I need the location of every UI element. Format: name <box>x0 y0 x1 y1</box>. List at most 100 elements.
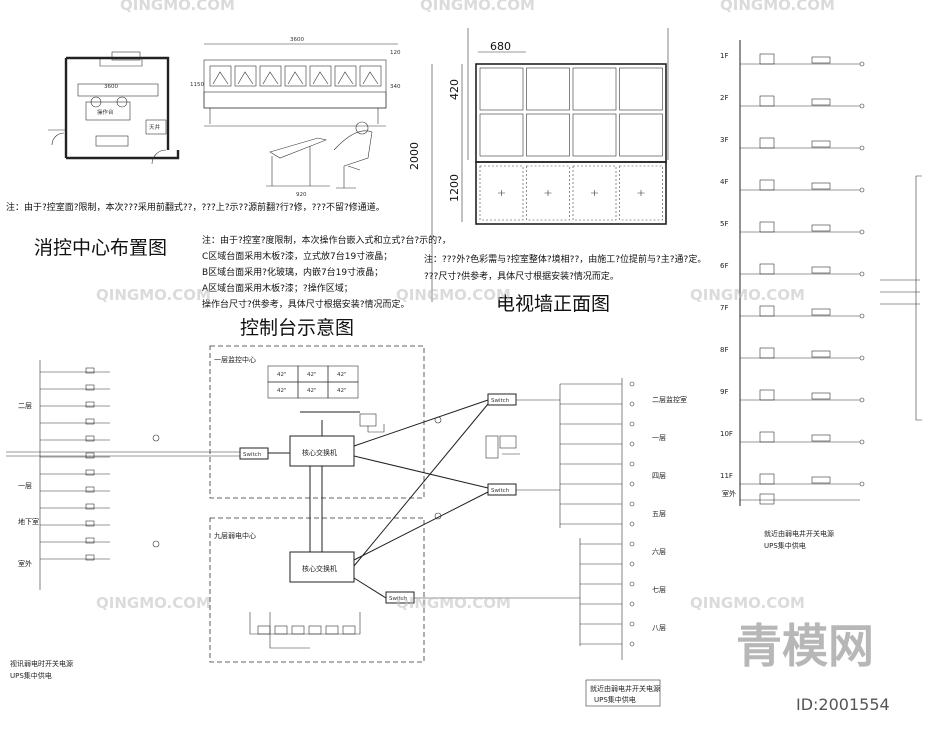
console-base-dim: 340 <box>390 84 401 90</box>
watermark-tile: QINGMO.COM <box>396 286 511 304</box>
zone-top-label: 一层监控中心 <box>214 355 256 364</box>
riser-caption-2: UPS集中供电 <box>764 541 806 550</box>
node-icon <box>629 601 635 607</box>
tv-screen <box>526 113 570 157</box>
camera-icon <box>274 625 288 635</box>
tv-note-1: 注：???外?色彩需与?控室整体?境相??，由施工?位提前与?主?通?定。 <box>424 253 706 265</box>
tv-screen <box>479 113 524 157</box>
left-floor-label: 一层 <box>18 482 32 490</box>
camera-icon <box>85 520 95 527</box>
riser-module-icon <box>811 224 831 232</box>
left-caption-2: UPS集中供电 <box>10 671 52 680</box>
core-switch-top: 核心交换机 <box>302 448 337 457</box>
riser-module-icon <box>811 98 831 106</box>
right-caption-1: 就近由弱电井开关电源 <box>590 684 660 693</box>
layout-notes: 注：由于?控室面?限制，本次???采用前翻式??，???上?示??源前翻?行?修… <box>6 201 451 339</box>
riser-module-icon <box>811 266 831 274</box>
riser-floor-label: 8F <box>720 346 728 354</box>
tv-cabinet-door <box>619 165 663 221</box>
console-monitor <box>309 65 332 87</box>
switch-left: Switch <box>243 452 262 458</box>
tv-note-2: ???尺寸?供参考，具体尺寸根据安装?情况而定。 <box>424 270 619 282</box>
console-monitor <box>234 65 257 87</box>
wall-screen-cell <box>327 381 359 399</box>
tv-screen <box>619 67 663 111</box>
node-icon <box>629 461 635 467</box>
camera-icon <box>85 486 95 493</box>
camera-icon <box>308 625 322 635</box>
riser-floor-label: 10F <box>720 430 733 438</box>
camera-icon <box>85 435 95 442</box>
core-switch-bottom: 核心交换机 <box>302 564 337 573</box>
tv-cabinet-door <box>479 165 524 221</box>
riser-floor-label: 3F <box>720 136 728 144</box>
riser-device-icon <box>759 305 775 317</box>
node-icon <box>629 641 635 647</box>
node-icon <box>629 401 635 407</box>
wall-screen-size: 42" <box>277 372 287 378</box>
tv-wall-col-dim: 680 <box>490 40 511 53</box>
console-note-2: C区域台面采用木板?漆，立式放7台19寸液晶； <box>202 250 392 262</box>
riser-device-icon <box>759 221 775 233</box>
camera-icon <box>85 384 95 391</box>
wall-screen-size: 42" <box>337 372 347 378</box>
console-width-dim: 3600 <box>290 37 304 43</box>
console-top-dim: 120 <box>390 50 401 56</box>
network-diagram: 一层监控中心 九层弱电中心 42"42"42"42"42"42" 核心交换机 核… <box>6 345 687 707</box>
riser-floor-label: 5F <box>720 220 728 228</box>
node-icon <box>629 621 635 627</box>
switch-right-top: Switch <box>491 398 510 404</box>
riser-device-icon <box>759 137 775 149</box>
riser-floor-label: 7F <box>720 304 728 312</box>
console-note-3: B区域台面采用?化玻璃，内嵌7台19寸液晶； <box>202 266 383 278</box>
floor-plan: 操作台 3600 天井 <box>48 51 180 165</box>
watermark-tile: QINGMO.COM <box>120 0 235 14</box>
camera-icon <box>257 625 271 635</box>
watermark-id: ID:2001554 <box>796 695 890 714</box>
left-floor-label: 二层 <box>18 402 32 410</box>
room-side-label: 天井 <box>149 123 161 131</box>
room-console-label: 操作台 <box>97 108 114 116</box>
watermark-tile: QINGMO.COM <box>690 286 805 304</box>
zone-bottom-label: 九层弱电中心 <box>214 531 256 540</box>
console-note-5: 操作台尺寸?供参考，具体尺寸根据安装?情况而定。 <box>202 298 410 310</box>
node-icon <box>629 581 635 587</box>
node-icon <box>629 521 635 527</box>
console-elevation: 3600 120 1150 340 <box>190 37 401 127</box>
room-dim-label: 3600 <box>104 84 118 90</box>
layout-title: 消控中心布置图 <box>34 237 167 259</box>
console-monitor <box>284 65 307 87</box>
node-icon <box>629 561 635 567</box>
riser-device-icon <box>759 179 775 191</box>
console-height-dim: 1150 <box>190 82 204 88</box>
riser-module-icon <box>811 182 831 190</box>
riser-device-icon <box>759 473 775 485</box>
console-title: 控制台示意图 <box>240 317 354 339</box>
right-floor-label: 二层监控室 <box>652 395 687 404</box>
riser-outdoor-label: 室外 <box>722 489 736 498</box>
layout-note: 注：由于?控室面?限制，本次???采用前翻式??，???上?示??源前翻?行?修… <box>6 201 385 213</box>
node-icon <box>629 501 635 507</box>
camera-icon <box>85 418 95 425</box>
right-floor-label: 七层 <box>652 585 666 594</box>
left-floor-label: 地下室 <box>18 517 39 526</box>
right-floor-label: 五层 <box>652 510 666 518</box>
console-note-4: A区域台面采用木板?漆；?操作区域； <box>202 282 353 294</box>
switch-bottom: Switch <box>389 596 408 602</box>
tv-cabinet-door <box>526 165 570 221</box>
tv-cabinet-door <box>572 165 617 221</box>
watermark-layer: QINGMO.COM QINGMO.COM QINGMO.COM QINGMO.COM… <box>96 0 890 714</box>
camera-icon <box>291 625 305 635</box>
right-floor-label: 八层 <box>652 624 666 632</box>
console-monitor <box>209 65 232 87</box>
node-icon <box>629 481 635 487</box>
watermark-tile: QINGMO.COM <box>420 0 535 14</box>
tv-wall-elevation: 680 2000 420 1200 注：???外?色彩需与?控室整体?境相??，… <box>408 28 706 315</box>
tv-wall-total-dim: 2000 <box>408 142 421 170</box>
riser-device-icon <box>759 95 775 107</box>
wall-screen-size: 42" <box>307 388 317 394</box>
riser-floor-label: 1F <box>720 52 728 60</box>
riser-floor-label: 4F <box>720 178 728 186</box>
